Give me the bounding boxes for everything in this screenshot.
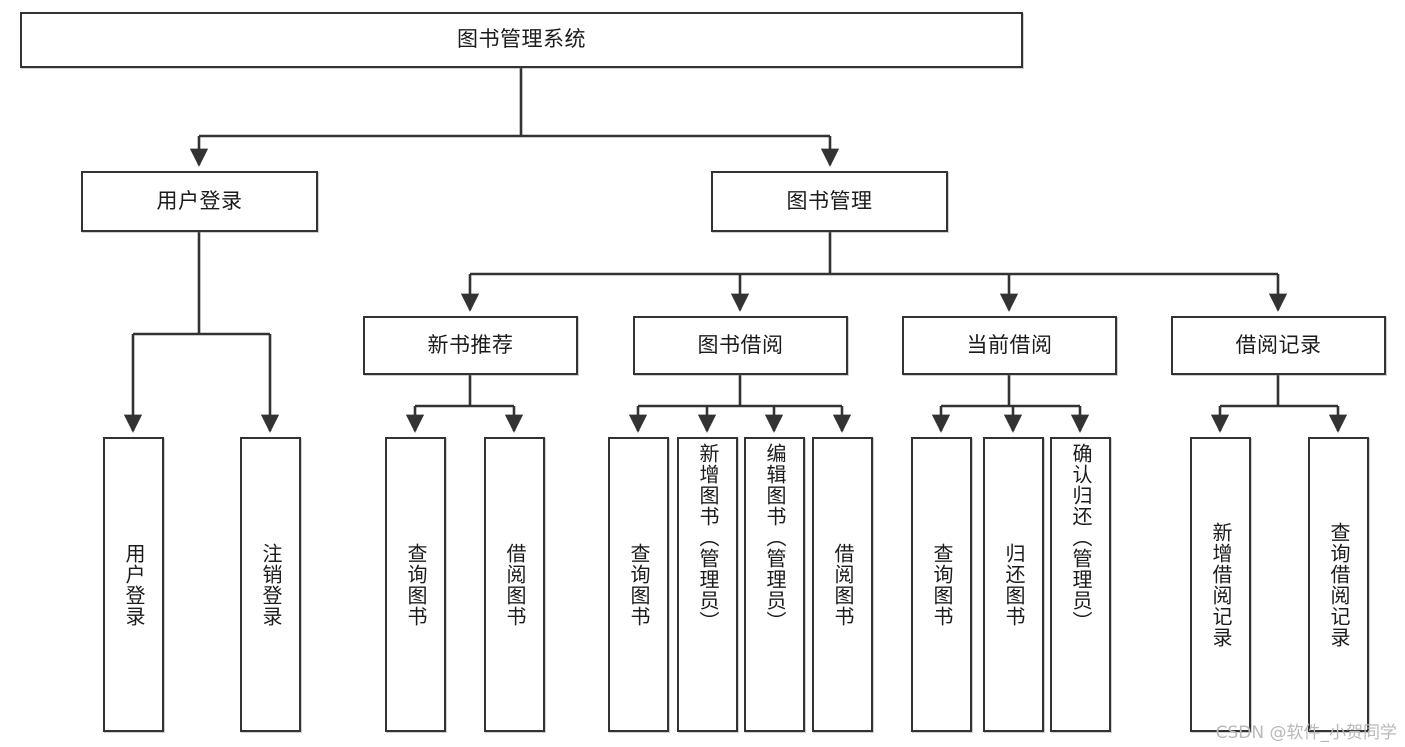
leaf-query-book-2-inner: 查询图书 — [610, 439, 667, 730]
leaf-user-login-inner: 用户登录 — [105, 439, 162, 730]
edge-borrowrecord-to-leaves — [1210, 375, 1348, 433]
leaf-query-book-1-inner: 查询图书 — [387, 439, 444, 730]
node-book-manage-label: 图书管理 — [786, 188, 873, 213]
edge-bookmanage-to-level3 — [460, 232, 1288, 312]
leaf-edit-book-admin-inner: 编辑图书（管理员） — [746, 439, 803, 730]
node-borrow-record-label: 借阅记录 — [1235, 332, 1322, 357]
edge-currentborrow-to-leaves — [931, 375, 1090, 433]
leaf-add-book-admin[interactable]: 新增图书（管理员） — [677, 437, 738, 732]
node-new-book-recommend[interactable]: 新书推荐 — [363, 316, 578, 375]
leaf-add-record-inner: 新增借阅记录 — [1192, 439, 1249, 730]
leaf-query-book-1-label: 查询图书 — [404, 542, 428, 627]
leaf-confirm-return[interactable]: 确认归还（管理员） — [1050, 437, 1111, 732]
leaf-confirm-return-label: 确认归还（管理员） — [1069, 443, 1093, 632]
leaf-confirm-return-inner: 确认归还（管理员） — [1052, 439, 1109, 730]
leaf-query-record-label: 查询借阅记录 — [1327, 521, 1351, 648]
leaf-query-book-3-inner: 查询图书 — [913, 439, 970, 730]
leaf-return-book-inner: 归还图书 — [985, 439, 1042, 730]
leaf-query-book-2-label: 查询图书 — [627, 542, 651, 627]
leaf-user-logout-inner: 注销登录 — [242, 439, 299, 730]
leaf-add-record-label: 新增借阅记录 — [1209, 521, 1233, 648]
node-current-borrow[interactable]: 当前借阅 — [902, 316, 1117, 375]
leaf-borrow-book-1-inner: 借阅图书 — [486, 439, 543, 730]
node-root-label: 图书管理系统 — [457, 27, 586, 52]
leaf-query-record[interactable]: 查询借阅记录 — [1308, 437, 1369, 732]
leaf-query-book-3-label: 查询图书 — [930, 542, 954, 627]
leaf-return-book[interactable]: 归还图书 — [983, 437, 1044, 732]
node-book-borrow[interactable]: 图书借阅 — [633, 316, 848, 375]
leaf-add-record[interactable]: 新增借阅记录 — [1190, 437, 1251, 732]
edge-bookborrow-to-leaves — [628, 375, 852, 433]
leaf-borrow-book-2-label: 借阅图书 — [831, 542, 855, 627]
node-borrow-record[interactable]: 借阅记录 — [1171, 316, 1386, 375]
node-root[interactable]: 图书管理系统 — [20, 12, 1023, 68]
leaf-query-record-inner: 查询借阅记录 — [1310, 439, 1367, 730]
leaf-user-logout[interactable]: 注销登录 — [240, 437, 301, 732]
node-book-manage[interactable]: 图书管理 — [711, 171, 948, 232]
edge-newbook-to-leaves — [405, 375, 524, 433]
leaf-borrow-book-1-label: 借阅图书 — [503, 542, 527, 627]
leaf-query-book-3[interactable]: 查询图书 — [911, 437, 972, 732]
leaf-user-login[interactable]: 用户登录 — [103, 437, 164, 732]
edge-userlogin-to-leaves — [123, 232, 280, 433]
node-user-login[interactable]: 用户登录 — [81, 171, 318, 232]
node-current-borrow-label: 当前借阅 — [966, 332, 1053, 357]
leaf-add-book-admin-label: 新增图书（管理员） — [696, 443, 720, 632]
node-user-login-label: 用户登录 — [156, 188, 243, 213]
edge-root-to-level2 — [189, 68, 840, 167]
node-book-borrow-label: 图书借阅 — [697, 332, 784, 357]
leaf-user-login-label: 用户登录 — [122, 542, 146, 627]
leaf-borrow-book-2[interactable]: 借阅图书 — [812, 437, 873, 732]
leaf-user-logout-label: 注销登录 — [259, 542, 283, 627]
leaf-edit-book-admin[interactable]: 编辑图书（管理员） — [744, 437, 805, 732]
leaf-query-book-2[interactable]: 查询图书 — [608, 437, 669, 732]
leaf-query-book-1[interactable]: 查询图书 — [385, 437, 446, 732]
leaf-borrow-book-1[interactable]: 借阅图书 — [484, 437, 545, 732]
leaf-borrow-book-2-inner: 借阅图书 — [814, 439, 871, 730]
leaf-edit-book-admin-label: 编辑图书（管理员） — [763, 443, 787, 632]
leaf-return-book-label: 归还图书 — [1002, 542, 1026, 627]
leaf-add-book-admin-inner: 新增图书（管理员） — [679, 439, 736, 730]
node-new-book-recommend-label: 新书推荐 — [427, 332, 514, 357]
